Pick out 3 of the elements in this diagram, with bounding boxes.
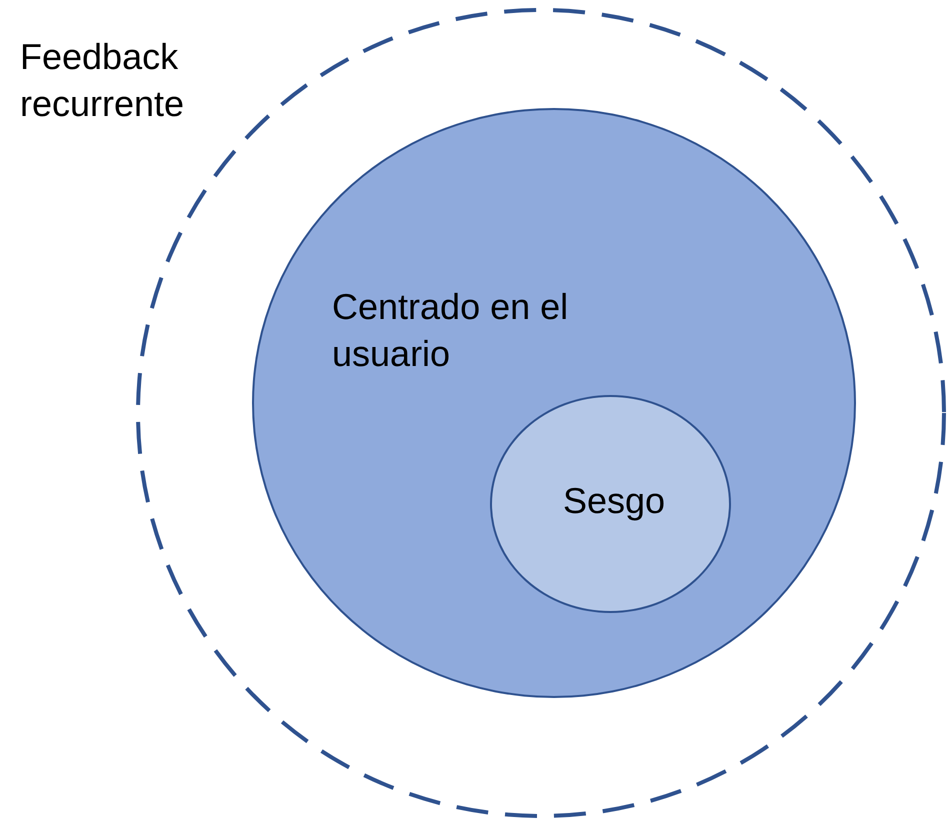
circle-label: Centrado en el usuario — [332, 285, 570, 376]
circle-label: Sesgo — [562, 479, 666, 523]
circle-label: Feedback recurrente — [20, 35, 186, 126]
